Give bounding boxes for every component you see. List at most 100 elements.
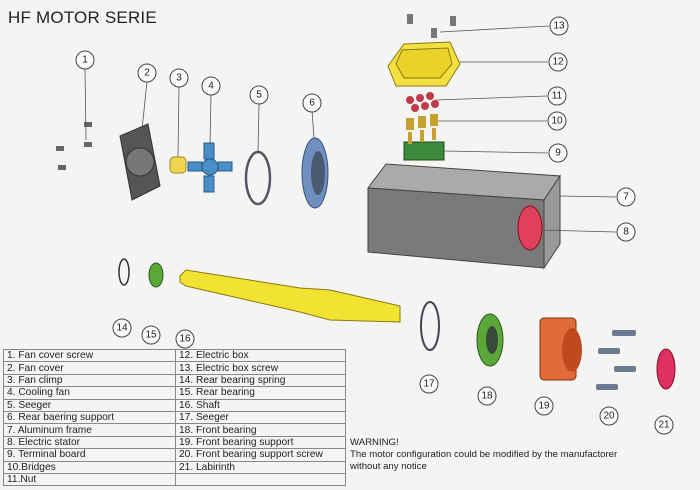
callout-circle: [75, 50, 95, 70]
legend-cell: 10.Bridges: [3, 460, 176, 474]
callout-19: 19: [534, 396, 554, 416]
legend-cell: 13. Electric box screw: [175, 361, 346, 375]
callout-17: 17: [419, 374, 439, 394]
callout-number: 16: [179, 334, 191, 345]
warning-line-2: without any notice: [350, 461, 427, 472]
legend-cell: 14. Rear bearing spring: [175, 373, 346, 388]
callout-16: 16: [175, 329, 195, 349]
callout-number: 2: [144, 68, 150, 79]
legend-cell: 9. Terminal board: [3, 448, 176, 462]
callout-5: 5: [249, 85, 269, 105]
warning-line-1: The motor configuration could be modifie…: [350, 449, 618, 460]
callout-9: 9: [548, 143, 568, 163]
legend-cell: 21. Labirinth: [175, 460, 346, 474]
bridges: [406, 114, 438, 130]
callout-circle: [616, 187, 636, 207]
callout-8: 8: [616, 222, 636, 242]
shaft: [179, 269, 401, 323]
legend-cell: 19. Front bearing support: [175, 435, 346, 450]
electric-stator: [517, 205, 543, 251]
callout-number: 9: [555, 148, 561, 159]
callout-number: 21: [658, 420, 670, 431]
seeger-front: [420, 301, 440, 351]
callout-circle: [141, 325, 161, 345]
legend-cell: 5. Seeger: [3, 398, 176, 412]
electric-box: [387, 41, 461, 87]
legend-cell: 3. Fan climp: [3, 373, 176, 388]
warning-heading: WARNING!: [350, 437, 399, 448]
callout-number: 10: [551, 116, 563, 127]
callout-1: 1: [75, 50, 95, 70]
callout-number: 5: [256, 90, 262, 101]
front-bearing-support-screws: [596, 330, 636, 390]
callout-13: 13: [549, 16, 569, 36]
callout-circle: [548, 143, 568, 163]
callout-circle: [548, 52, 568, 72]
callout-number: 1: [82, 55, 88, 66]
front-bearing-support: [539, 317, 582, 381]
legend-cell: 18. Front bearing: [175, 423, 346, 437]
callout-21: 21: [654, 415, 674, 435]
callout-circle: [534, 396, 554, 416]
labirinth: [656, 348, 676, 390]
legend-cell: 2. Fan cover: [3, 361, 176, 375]
legend-cell: 7. Aluminum frame: [3, 423, 176, 437]
cooling-fan: [187, 142, 233, 193]
callout-6: 6: [302, 93, 322, 113]
callout-3: 3: [169, 68, 189, 88]
callout-number: 14: [116, 323, 128, 334]
callout-4: 4: [201, 76, 221, 96]
callout-circle: [599, 406, 619, 426]
aluminum-frame: [367, 163, 561, 270]
legend-cell: 12. Electric box: [175, 348, 346, 363]
callout-circle: [654, 415, 674, 435]
rear-bearing-spring: [118, 258, 130, 286]
callout-circle: [477, 386, 497, 406]
callout-circle: [547, 111, 567, 131]
callout-number: 11: [552, 91, 563, 102]
callout-number: 18: [481, 391, 493, 402]
callout-number: 19: [538, 401, 550, 412]
callout-18: 18: [477, 386, 497, 406]
callout-circle: [137, 63, 157, 83]
callout-10: 10: [547, 111, 567, 131]
legend-cell: 16. Shaft: [175, 398, 346, 412]
callout-circle: [249, 85, 269, 105]
callout-number: 8: [623, 227, 629, 238]
seeger-rear: [244, 150, 272, 206]
legend-cell: 11.Nut: [3, 472, 176, 487]
legend-cell: 4. Cooling fan: [3, 386, 176, 400]
fan-cover-screws: [56, 122, 92, 170]
rear-bearing: [148, 262, 164, 288]
warning-note: WARNING! The motor configuration could b…: [350, 437, 617, 473]
page-title: HF MOTOR SERIE: [8, 8, 157, 27]
legend-cell: [175, 472, 346, 487]
legend-cell: 15. Rear bearing: [175, 386, 346, 400]
callout-2: 2: [137, 63, 157, 83]
callout-20: 20: [599, 406, 619, 426]
callout-circle: [201, 76, 221, 96]
callout-number: 7: [623, 192, 629, 203]
callout-number: 13: [553, 21, 565, 32]
legend-cell: 17. Seeger: [175, 410, 346, 425]
callout-number: 12: [552, 57, 564, 68]
callout-number: 3: [176, 73, 182, 84]
legend-cell: 20. Front bearing support screw: [175, 448, 346, 462]
terminal-board: [403, 128, 445, 161]
callout-circle: [112, 318, 132, 338]
callout-12: 12: [548, 52, 568, 72]
callout-14: 14: [112, 318, 132, 338]
table-row: 11.Nut: [3, 472, 346, 487]
callout-15: 15: [141, 325, 161, 345]
callout-7: 7: [616, 187, 636, 207]
